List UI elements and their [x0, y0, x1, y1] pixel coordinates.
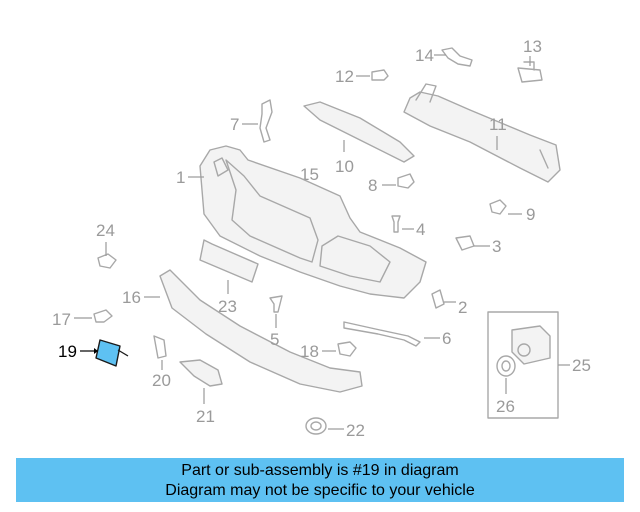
callout-25: 25: [572, 356, 591, 375]
part-13-bracket: [517, 61, 543, 83]
part-19-highlighted: [95, 339, 129, 367]
callout-18: 18: [300, 342, 319, 361]
callout-16: 16: [122, 288, 141, 307]
banner-line-1: Part or sub-assembly is #19 in diagram: [181, 462, 459, 479]
callout-2: 2: [458, 298, 467, 317]
parts-diagram: 14 13 12 11 10 7 8 9 15: [52, 37, 591, 440]
callout-12: 12: [335, 67, 354, 86]
part-21-fog-bezel: [179, 359, 223, 387]
callout-17: 17: [52, 310, 71, 329]
part-12-clip: [371, 69, 389, 81]
arrow-19: [94, 348, 98, 354]
callout-9: 9: [526, 205, 535, 224]
callout-21: 21: [196, 407, 215, 426]
part-10-upper-bracket: [303, 101, 415, 163]
part-18-bolt: [337, 341, 357, 357]
part-16-lower-valance: [159, 269, 363, 393]
part-20-bezel: [153, 335, 167, 359]
callout-22: 22: [346, 421, 365, 440]
callout-24: 24: [96, 221, 115, 240]
part-3-clip: [455, 235, 475, 251]
callout-8: 8: [368, 176, 377, 195]
callout-15: 15: [300, 165, 319, 184]
callout-14: 14: [415, 46, 434, 65]
callout-26: 26: [496, 397, 515, 416]
part-5-bolt: [269, 295, 283, 313]
callout-7: 7: [230, 115, 239, 134]
part-14-bracket: [441, 47, 473, 67]
part-4-bolt: [391, 215, 401, 233]
part-22-grommet: [305, 417, 327, 435]
part-11-reinforcement: [403, 83, 561, 183]
callout-13: 13: [523, 37, 542, 56]
part-2-clip: [431, 289, 445, 309]
part-23-license-bracket: [199, 239, 259, 283]
callout-6: 6: [442, 329, 451, 348]
callout-20: 20: [152, 371, 171, 390]
part-26-grommet: [496, 355, 516, 377]
callout-19: 19: [58, 342, 77, 361]
callout-5: 5: [270, 330, 279, 349]
part-9-clip: [489, 199, 507, 215]
part-17-fastener: [93, 309, 113, 323]
part-24-sensor: [97, 253, 117, 269]
callout-4: 4: [416, 220, 425, 239]
callout-3: 3: [492, 237, 501, 256]
callout-11: 11: [489, 115, 507, 134]
callout-23: 23: [218, 297, 237, 316]
info-banner: Part or sub-assembly is #19 in diagram D…: [16, 458, 624, 502]
part-7-side-bracket: [259, 99, 273, 143]
part-1-bumper-cover: [199, 145, 427, 299]
callout-1: 1: [176, 168, 185, 187]
banner-line-2: Diagram may not be specific to your vehi…: [165, 482, 475, 499]
part-6-trim-strip: [343, 321, 421, 347]
part-8-clip: [397, 173, 415, 189]
callout-10: 10: [335, 157, 354, 176]
